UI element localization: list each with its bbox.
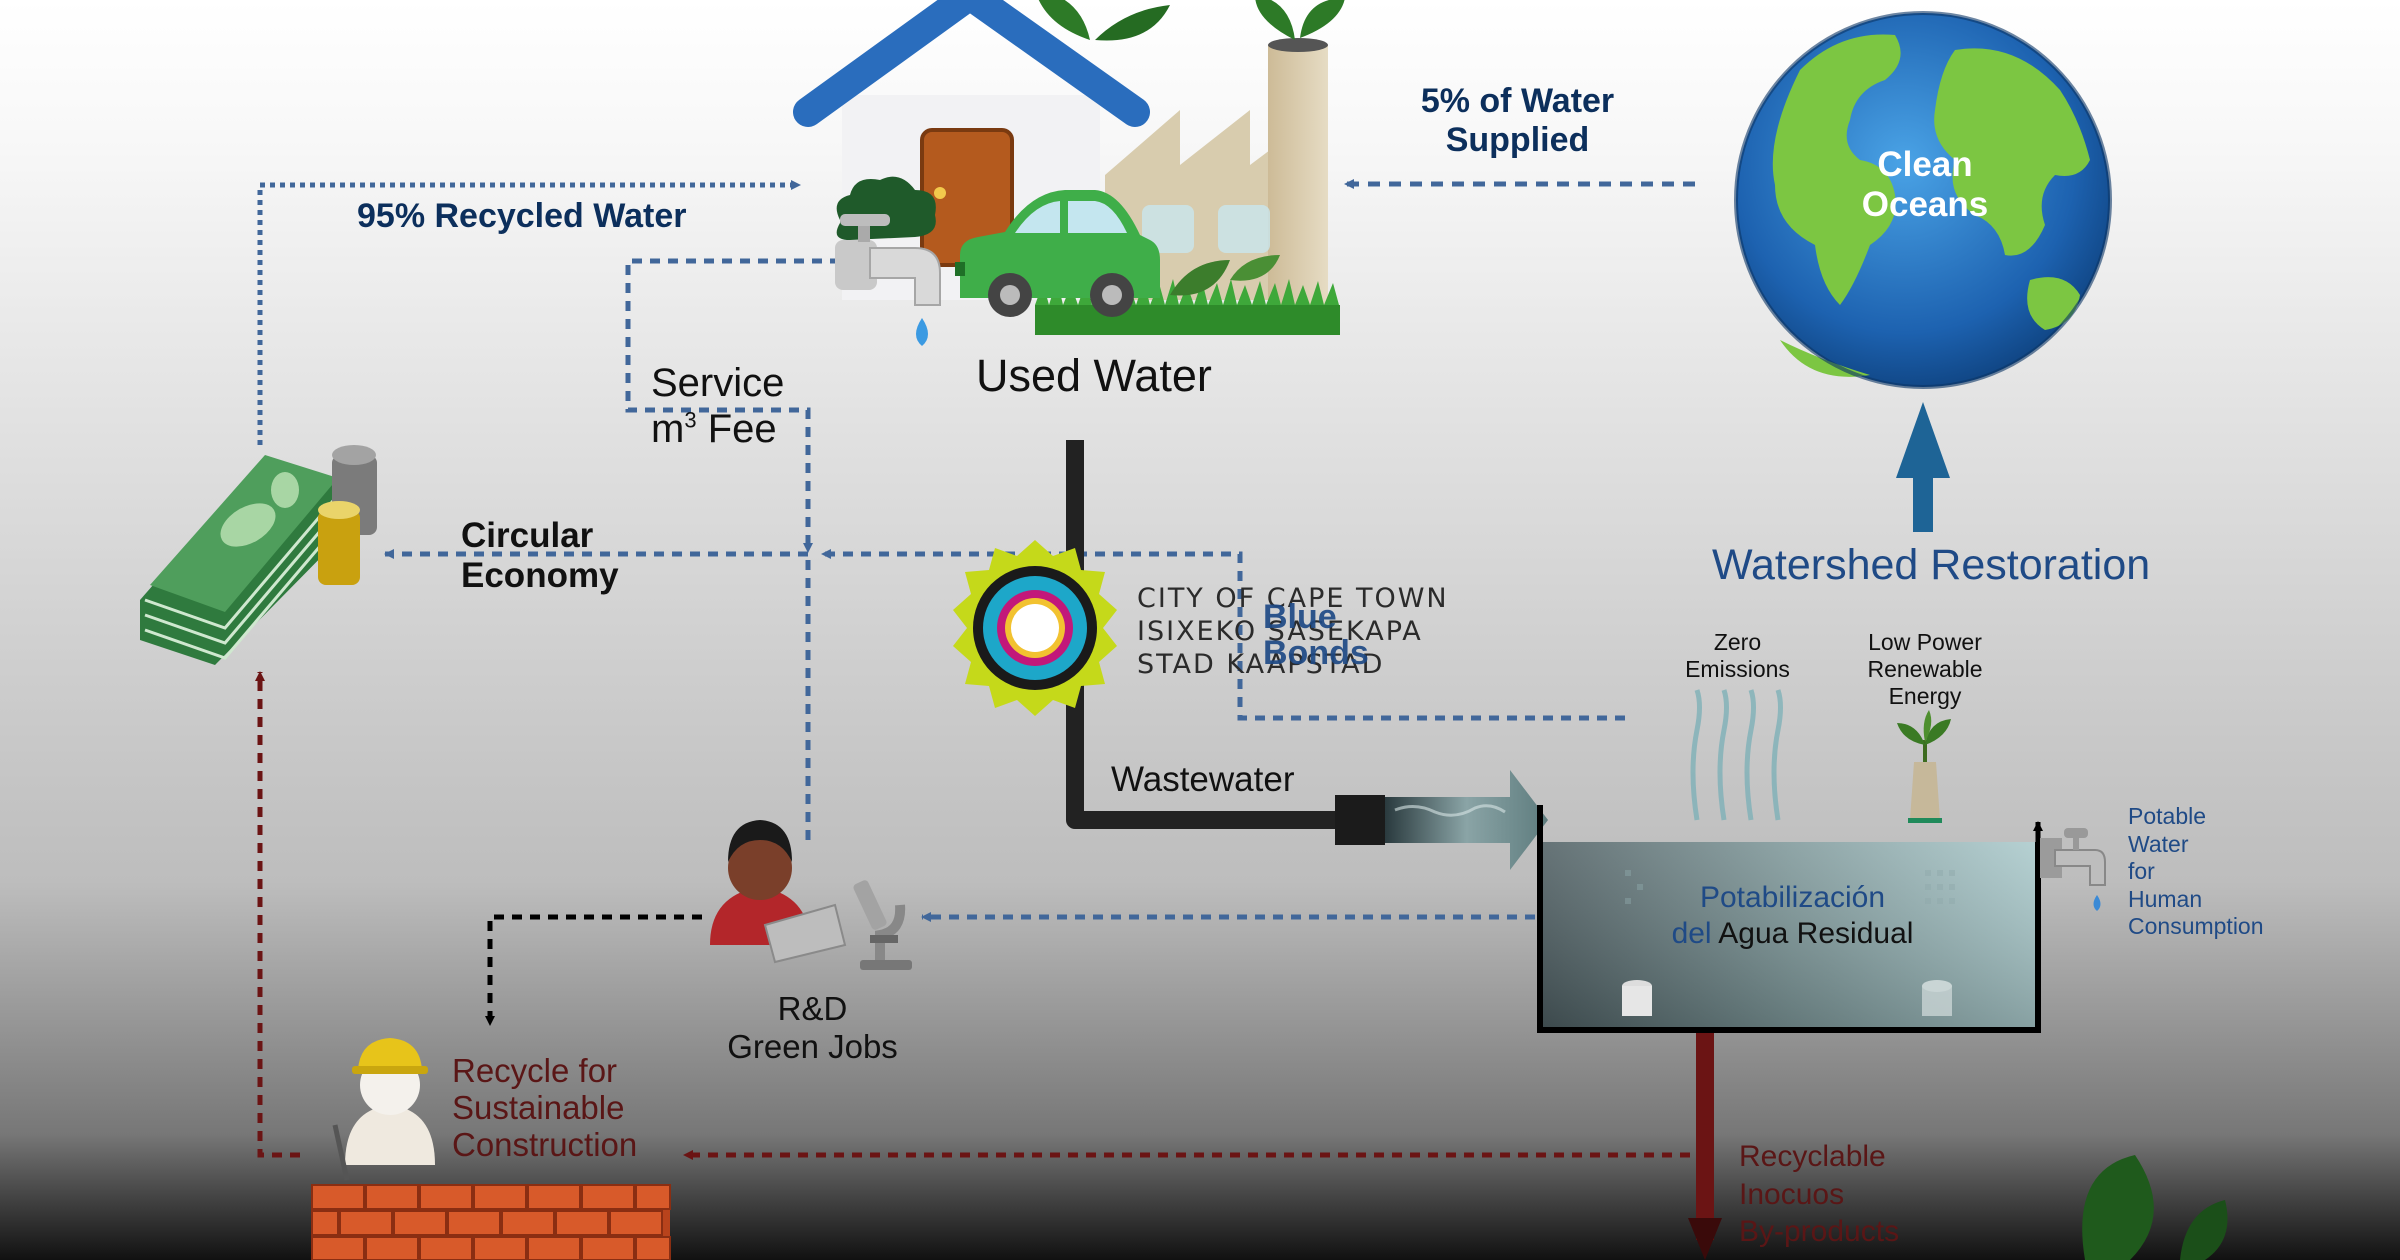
recycle-construction-label: Recycle for Sustainable Construction xyxy=(452,1052,638,1163)
service-fee-label: Service m3 Fee xyxy=(651,361,785,451)
microscope-icon xyxy=(853,880,912,970)
tank-title-label: Potabilización del Agua Residual xyxy=(1671,881,1914,950)
treatment-tank-icon xyxy=(1537,805,2041,1033)
city-logo-text: CITY OF CAPE TOWN ISIXEKO SASEKAPA STAD … xyxy=(1137,583,1449,681)
used-water-label: Used Water xyxy=(976,350,1212,401)
circular-economy-label: Circular Economy xyxy=(461,516,619,596)
water-supplied-label: 5% of Water Supplied xyxy=(1420,82,1615,160)
wastewater-label: Wastewater xyxy=(1111,760,1295,799)
recycled-water-label: 95% Recycled Water xyxy=(357,197,687,235)
globe-icon xyxy=(1734,11,2112,389)
coins-icon xyxy=(318,445,377,585)
city-logo-icon xyxy=(953,540,1117,716)
zero-emissions-label: Zero Emissions xyxy=(1685,629,1790,683)
byproducts-label: Recyclable Inocuos By-products xyxy=(1739,1140,1900,1248)
brick-wall-icon xyxy=(311,1184,671,1260)
watershed-arrow xyxy=(1896,402,1950,532)
wastewater-arrow xyxy=(1335,770,1548,870)
low-power-energy-label: Low Power Renewable Energy xyxy=(1867,629,1983,710)
worker-icon xyxy=(332,1038,435,1181)
rd-green-jobs-label: R&D Green Jobs xyxy=(727,990,898,1065)
zero-emissions-icon xyxy=(1690,689,1783,821)
watershed-restoration-label: Watershed Restoration xyxy=(1712,541,2151,589)
potable-water-label: Potable Water for Human Consumption xyxy=(2128,803,2264,940)
scientist-icon xyxy=(710,820,847,964)
clean-oceans-label: Clean Oceans xyxy=(1861,145,1989,225)
potable-faucet-icon xyxy=(2040,828,2106,911)
blue-bonds-label: Blue Bonds xyxy=(1263,598,1369,672)
sprout-icon xyxy=(1897,710,1951,823)
faucet-icon xyxy=(835,176,941,346)
corner-leaves-icon xyxy=(2082,1155,2228,1260)
leaf-icon xyxy=(1170,255,1280,296)
car-icon xyxy=(955,190,1160,317)
money-icon xyxy=(140,455,340,665)
